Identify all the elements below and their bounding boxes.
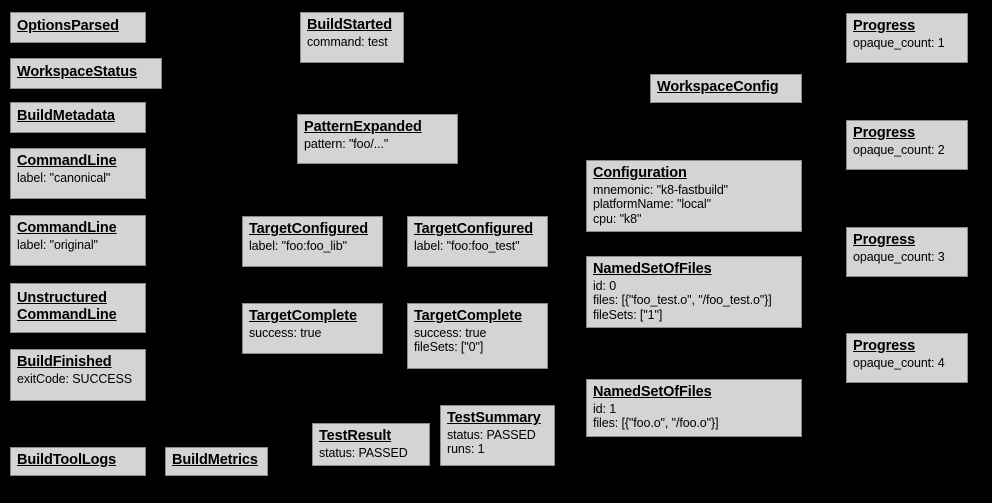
event-node-title: TargetConfigured — [249, 221, 368, 237]
event-node-field: files: [{"foo_test.o", "/foo_test.o"}] — [593, 293, 772, 308]
event-node-options-parsed[interactable]: OptionsParsed — [10, 12, 146, 43]
event-node-fields: label: "foo:foo_lib" — [249, 239, 376, 254]
event-node-workspace-config[interactable]: WorkspaceConfig — [650, 74, 802, 103]
event-node-fields: opaque_count: 4 — [853, 356, 961, 371]
event-node-field: success: true — [249, 325, 322, 340]
event-node-title: BuildFinished — [17, 354, 112, 370]
event-node-field: mnemonic: "k8-fastbuild" — [593, 182, 729, 197]
event-node-title: WorkspaceConfig — [657, 79, 779, 96]
event-node-fields: opaque_count: 3 — [853, 250, 961, 265]
event-node-title: OptionsParsed — [17, 18, 119, 35]
event-node-field: label: "canonical" — [17, 170, 111, 185]
event-node-title: BuildMetadata — [17, 108, 115, 125]
event-node-field: status: PASSED — [447, 427, 536, 442]
event-node-field: cpu: "k8" — [593, 211, 642, 226]
event-node-fields: status: PASSED — [319, 446, 423, 461]
event-node-fields: command: test — [307, 35, 397, 50]
event-node-field: status: PASSED — [319, 445, 408, 460]
event-node-workspace-status[interactable]: WorkspaceStatus — [10, 58, 162, 89]
event-node-field: label: "foo:foo_test" — [414, 238, 520, 253]
event-node-field: success: true — [414, 325, 487, 340]
event-node-field: fileSets: ["0"] — [414, 340, 484, 355]
event-node-field: fileSets: ["1"] — [593, 307, 663, 322]
event-node-fields: label: "canonical" — [17, 171, 139, 186]
event-node-field: label: "foo:foo_lib" — [249, 238, 347, 253]
event-node-fields: pattern: "foo/..." — [304, 137, 451, 152]
event-node-field: opaque_count: 2 — [853, 142, 945, 157]
event-node-title: TargetConfigured — [414, 221, 533, 237]
event-node-title: TargetComplete — [249, 308, 357, 324]
event-node-fields: label: "foo:foo_test" — [414, 239, 541, 254]
event-node-field: opaque_count: 1 — [853, 35, 945, 50]
event-node-fields: label: "original" — [17, 238, 139, 253]
event-node-title: Configuration — [593, 165, 687, 181]
event-node-fields: exitCode: SUCCESS — [17, 372, 139, 387]
event-node-title: PatternExpanded — [304, 119, 422, 135]
event-node-title: Progress — [853, 125, 916, 141]
event-node-field: platformName: "local" — [593, 197, 711, 212]
event-node-unstructured-command-line[interactable]: Unstructured CommandLine — [10, 283, 146, 333]
event-node-title: TestResult — [319, 428, 392, 444]
event-node-title: BuildToolLogs — [17, 452, 117, 469]
event-node-title: Progress — [853, 232, 916, 248]
event-node-fields: mnemonic: "k8-fastbuild"platformName: "l… — [593, 183, 795, 227]
event-node-fields: success: true — [249, 326, 376, 341]
event-node-field: exitCode: SUCCESS — [17, 371, 133, 386]
event-node-field: id: 1 — [593, 401, 617, 416]
event-node-fields: opaque_count: 1 — [853, 36, 961, 51]
event-node-field: opaque_count: 3 — [853, 249, 945, 264]
event-node-title: TestSummary — [447, 410, 541, 426]
event-node-field: files: [{"foo.o", "/foo.o"}] — [593, 416, 719, 431]
event-node-title: Progress — [853, 338, 916, 354]
event-node-title: NamedSetOfFiles — [593, 261, 712, 277]
event-node-title: CommandLine — [17, 220, 117, 236]
event-node-title: Unstructured CommandLine — [17, 290, 117, 323]
event-node-title: BuildMetrics — [172, 452, 258, 469]
event-node-field: command: test — [307, 34, 388, 49]
event-node-title: CommandLine — [17, 153, 117, 169]
event-node-title: Progress — [853, 18, 916, 34]
event-node-build-metadata[interactable]: BuildMetadata — [10, 102, 146, 133]
event-node-field: pattern: "foo/..." — [304, 136, 389, 151]
event-node-fields: opaque_count: 2 — [853, 143, 961, 158]
event-node-build-tool-logs[interactable]: BuildToolLogs — [10, 447, 146, 476]
event-node-field: label: "original" — [17, 237, 98, 252]
event-node-title: NamedSetOfFiles — [593, 384, 712, 400]
event-node-field: opaque_count: 4 — [853, 355, 945, 370]
event-node-title: TargetComplete — [414, 308, 522, 324]
event-node-title: BuildStarted — [307, 17, 393, 33]
event-node-title: WorkspaceStatus — [17, 64, 137, 81]
event-node-build-metrics[interactable]: BuildMetrics — [165, 447, 268, 476]
event-node-field: id: 0 — [593, 278, 617, 293]
event-node-field: runs: 1 — [447, 442, 485, 457]
